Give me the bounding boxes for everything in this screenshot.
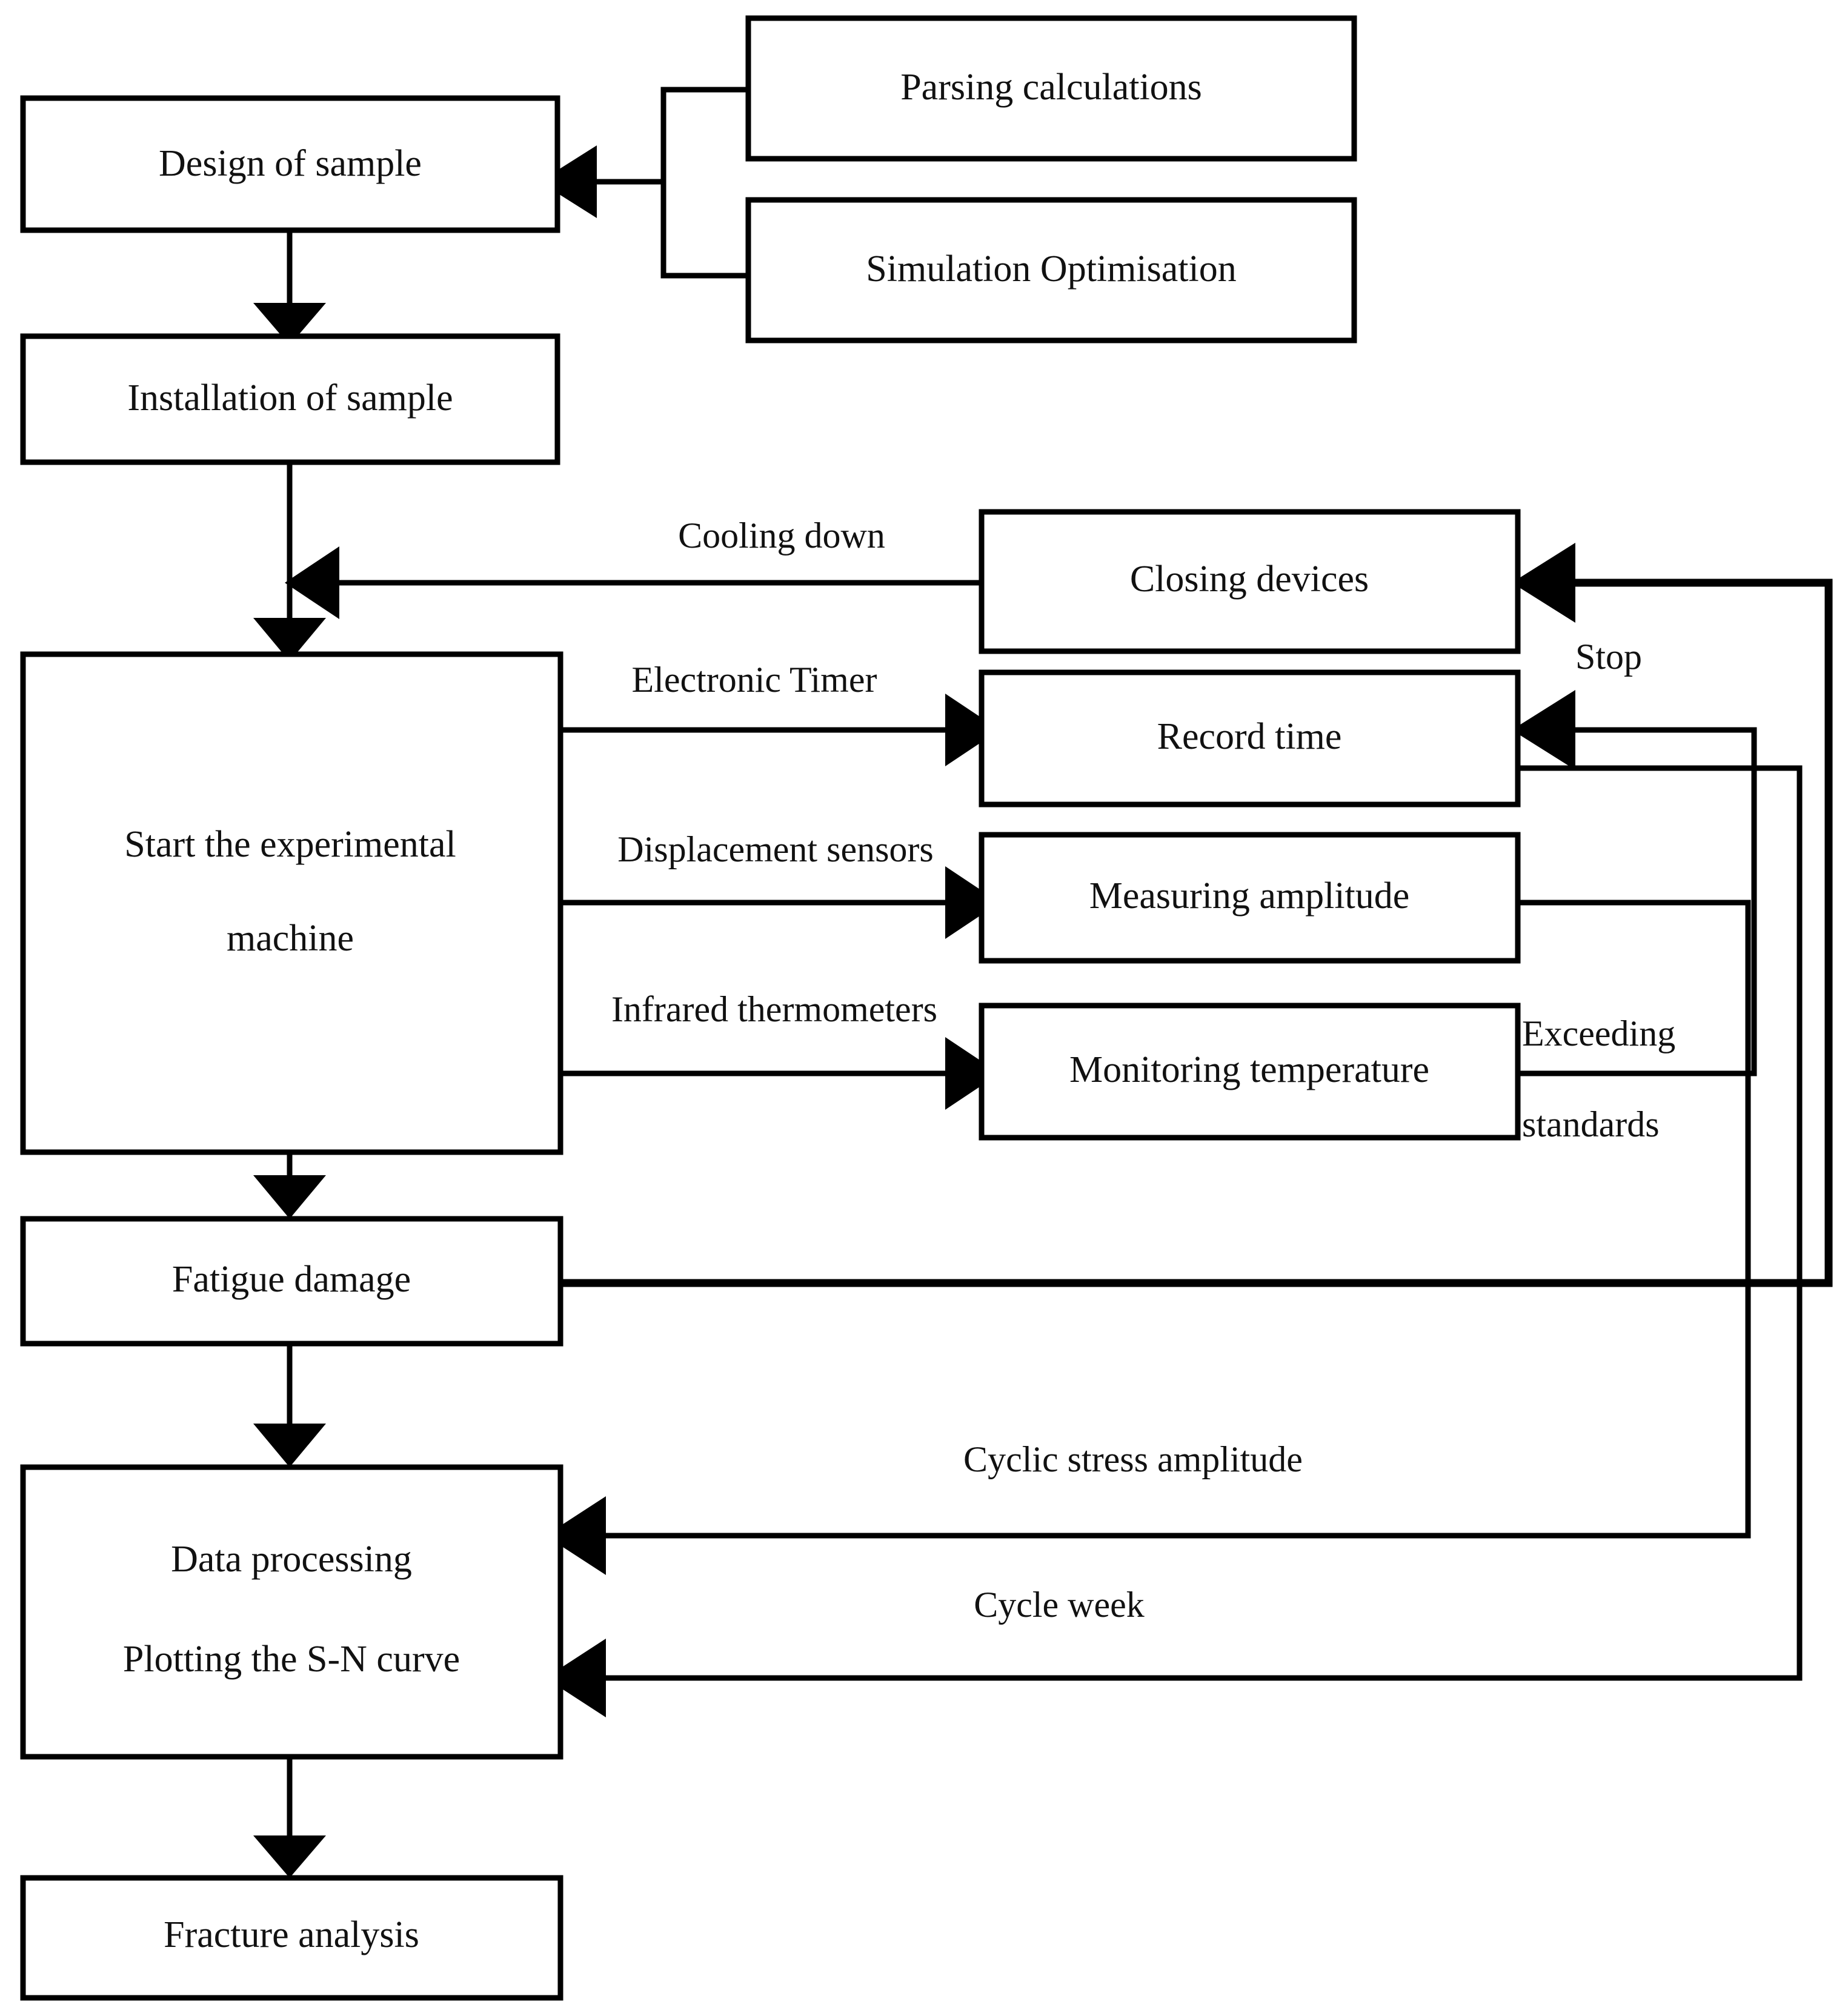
edge-label-cyclic-stress-amplitude: Cyclic stress amplitude	[963, 1439, 1303, 1479]
node-parsing-calculations-label: Parsing calculations	[900, 67, 1202, 108]
edge-label-stop: Stop	[1575, 637, 1642, 677]
connector-cyclic-stress-amplitude	[606, 900, 1751, 1539]
arrowhead-cyclic-stress-amplitude	[545, 1496, 606, 1575]
node-data-processing[interactable]	[20, 1464, 563, 1760]
arrowhead-monitoring-temperature	[945, 1037, 1000, 1110]
arrowhead-start-machine	[253, 618, 326, 662]
arrowhead-fatigue-damage	[253, 1175, 326, 1219]
node-closing-devices-label: Closing devices	[1130, 559, 1369, 600]
node-data-processing-label-line1: Data processing	[171, 1539, 412, 1580]
edge-label-infrared-thermometers: Infrared thermometers	[611, 989, 937, 1029]
node-record-time[interactable]	[979, 669, 1521, 807]
node-start-experimental-machine[interactable]	[20, 651, 563, 1155]
node-installation-of-sample[interactable]	[20, 333, 560, 465]
edge-label-exceeding: Exceeding	[1522, 1013, 1675, 1053]
connector-exceeding-standards-to-record	[1518, 727, 1757, 1076]
edge-label-standards: standards	[1522, 1104, 1660, 1144]
node-fatigue-damage[interactable]	[20, 1216, 563, 1347]
node-fatigue-damage-label: Fatigue damage	[172, 1259, 411, 1300]
arrowhead-installation	[253, 303, 326, 345]
connector-fatigue-to-closing-stop	[560, 579, 1833, 1287]
edge-label-cycle-week: Cycle week	[974, 1585, 1145, 1625]
connector-cycle-week	[606, 765, 1803, 1681]
node-fracture-analysis[interactable]	[20, 1875, 563, 2001]
node-installation-of-sample-label: Installation of sample	[127, 377, 453, 419]
node-start-experimental-machine-label-line2: machine	[227, 918, 354, 959]
node-monitoring-temperature[interactable]	[979, 1003, 1521, 1141]
arrowhead-record-time	[945, 694, 1000, 766]
node-start-experimental-machine-label-line1: Start the experimental	[124, 824, 456, 865]
node-fracture-analysis-label: Fracture analysis	[164, 1914, 419, 1955]
arrowhead-closing-devices-stop	[1512, 543, 1575, 623]
connector-inputs-bracket	[660, 87, 748, 279]
arrowhead-data-processing	[253, 1424, 326, 1467]
edge-label-cooling-down: Cooling down	[678, 516, 885, 555]
node-monitoring-temperature-label: Monitoring temperature	[1069, 1049, 1429, 1090]
arrowhead-cooling-down	[285, 546, 339, 619]
node-measuring-amplitude-label: Measuring amplitude	[1089, 875, 1410, 917]
node-design-of-sample[interactable]	[20, 95, 560, 233]
edge-label-electronic-timer: Electronic Timer	[632, 660, 877, 700]
arrowhead-fracture-analysis	[253, 1835, 326, 1878]
node-simulation-optimisation[interactable]	[745, 197, 1357, 343]
node-simulation-optimisation-label: Simulation Optimisation	[866, 248, 1236, 290]
arrowhead-measuring-amplitude	[945, 866, 1000, 939]
node-closing-devices[interactable]	[979, 509, 1521, 654]
node-measuring-amplitude[interactable]	[979, 832, 1521, 964]
node-data-processing-label-line2: Plotting the S-N curve	[123, 1639, 460, 1680]
node-design-of-sample-label: Design of sample	[159, 143, 422, 184]
edge-label-displacement-sensors: Displacement sensors	[617, 829, 934, 869]
node-parsing-calculations[interactable]	[745, 15, 1357, 162]
arrowhead-design	[539, 145, 597, 218]
arrowhead-cycle-week	[545, 1639, 606, 1717]
arrowhead-record-time-stop	[1512, 690, 1575, 770]
node-record-time-label: Record time	[1157, 716, 1342, 757]
